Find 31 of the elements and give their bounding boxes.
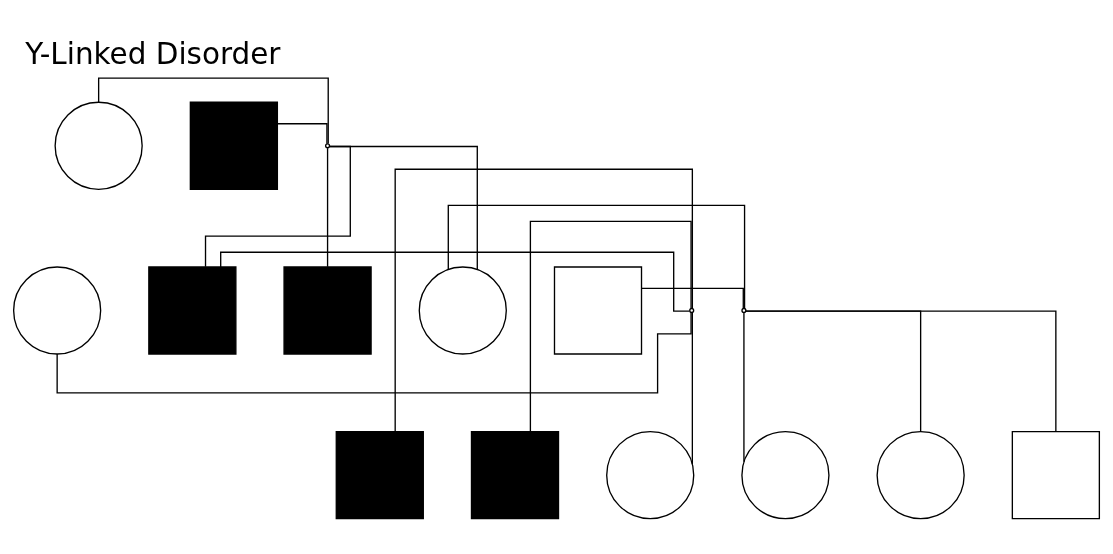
connector: [743, 312, 745, 463]
connector: [447, 204, 746, 310]
connector: [56, 311, 692, 394]
connector: [220, 251, 691, 312]
node-circle: [418, 266, 507, 355]
connector: [529, 220, 692, 433]
node-box: [1011, 430, 1101, 520]
node-circle: [54, 101, 143, 190]
connector: [98, 77, 329, 145]
connector: [326, 147, 329, 268]
node-circle: [876, 430, 965, 520]
node-box: [283, 266, 372, 355]
node-point: [689, 307, 695, 314]
connector: [745, 310, 1057, 433]
node-box: [148, 266, 237, 355]
connector: [640, 287, 744, 310]
node-box: [470, 430, 560, 520]
connector: [329, 145, 478, 270]
node-point: [324, 143, 331, 149]
connector: [277, 123, 328, 145]
connector: [691, 311, 694, 465]
node-circle: [606, 430, 695, 520]
diagram-title: Y-Linked Disorder: [25, 37, 281, 72]
node-circle: [741, 430, 830, 520]
node-point: [741, 307, 747, 314]
connector: [204, 145, 351, 268]
node-circle: [12, 266, 102, 355]
node-box: [335, 430, 424, 520]
node-box: [189, 101, 279, 190]
node-box: [553, 266, 643, 355]
connector: [394, 168, 694, 432]
